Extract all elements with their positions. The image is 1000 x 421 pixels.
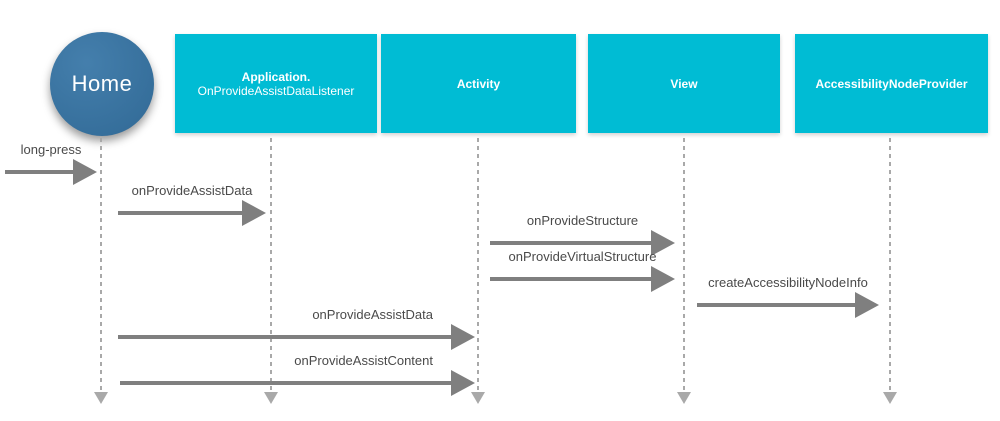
participant-application: Application. OnProvideAssistDataListener (175, 34, 377, 133)
arrow-shaft (490, 241, 655, 245)
participant-activity-label: Activity (456, 76, 501, 91)
message-onprovidestructure-label: onProvideStructure (526, 213, 639, 228)
arrow-shaft (120, 381, 455, 385)
arrow-shaft (118, 335, 455, 339)
message-onprovidestructure: onProvideStructure (490, 212, 675, 256)
arrow-head-icon (855, 292, 879, 318)
actor-home-circle: Home (50, 32, 154, 136)
arrow-head-icon (651, 266, 675, 292)
participant-view: View (588, 34, 780, 133)
message-onprovideassistcontent-label: onProvideAssistContent (294, 353, 433, 368)
lifeline-view (677, 138, 691, 404)
lifeline-home (94, 138, 108, 404)
arrow-head-icon (451, 370, 475, 396)
participant-accessibilitynodeprovider: AccessibilityNodeProvider (795, 34, 988, 133)
message-long-press: long-press (5, 141, 97, 185)
lifeline-activity (471, 138, 485, 404)
arrow-head-icon (242, 200, 266, 226)
message-onprovideassistdata-label: onProvideAssistData (131, 183, 253, 198)
lifeline-application (264, 138, 278, 404)
message-onprovidevirtualstructure: onProvideVirtualStructure (490, 248, 675, 292)
lifeline-accessibilitynodeprovider (883, 138, 897, 404)
participant-accessibilitynodeprovider-label: AccessibilityNodeProvider (815, 76, 968, 91)
arrow-head-icon (73, 159, 97, 185)
message-onprovideassistdata-home-to-application: onProvideAssistData (118, 182, 266, 226)
arrow-shaft (697, 303, 859, 307)
arrow-head-icon (651, 230, 675, 256)
message-onprovideassistdata2-label: onProvideAssistData (312, 307, 433, 322)
arrow-shaft (118, 211, 246, 215)
message-long-press-label: long-press (20, 142, 82, 157)
participant-view-label: View (670, 76, 698, 91)
message-createaccessibilitynodeinfo-label: createAccessibilityNodeInfo (708, 275, 868, 290)
arrow-shaft (5, 170, 77, 174)
message-createaccessibilitynodeinfo: createAccessibilityNodeInfo (697, 274, 879, 318)
actor-home-label: Home (71, 71, 133, 96)
arrow-shaft (490, 277, 655, 281)
participant-activity: Activity (381, 34, 576, 133)
message-onprovideassistcontent: onProvideAssistContent (120, 352, 475, 396)
message-onprovidevirtualstructure-label: onProvideVirtualStructure (508, 249, 657, 264)
participant-application-line1: Application. (241, 69, 311, 84)
arrow-head-icon (451, 324, 475, 350)
message-onprovideassistdata-home-to-activity: onProvideAssistData (118, 306, 475, 350)
participant-application-line2: OnProvideAssistDataListener (197, 83, 355, 98)
